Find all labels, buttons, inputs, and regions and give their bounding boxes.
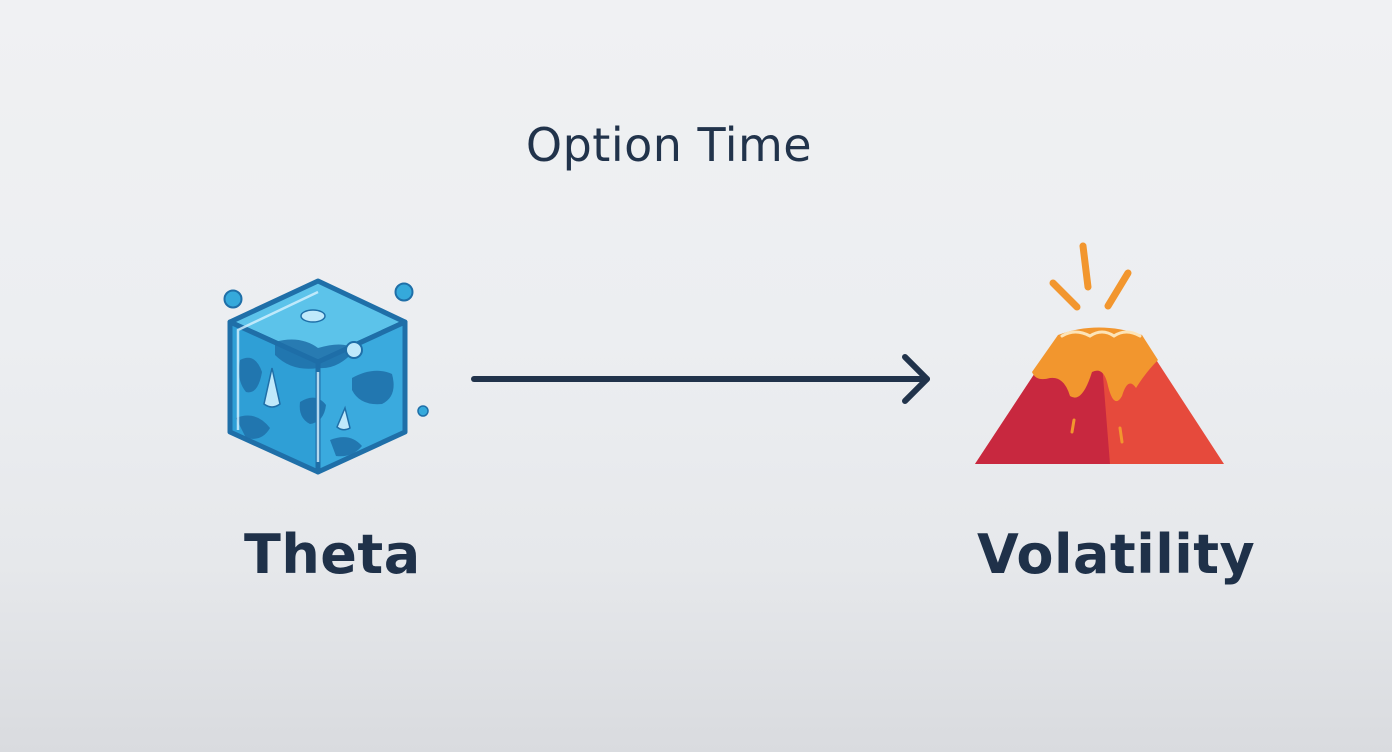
ice-cube-icon [223, 278, 429, 475]
arrow-right-icon [471, 354, 930, 404]
diagram-title: Option Time [525, 118, 813, 172]
theta-label: Theta [244, 523, 421, 586]
volcano-icon [975, 242, 1224, 464]
volatility-label: Volatility [977, 523, 1256, 586]
